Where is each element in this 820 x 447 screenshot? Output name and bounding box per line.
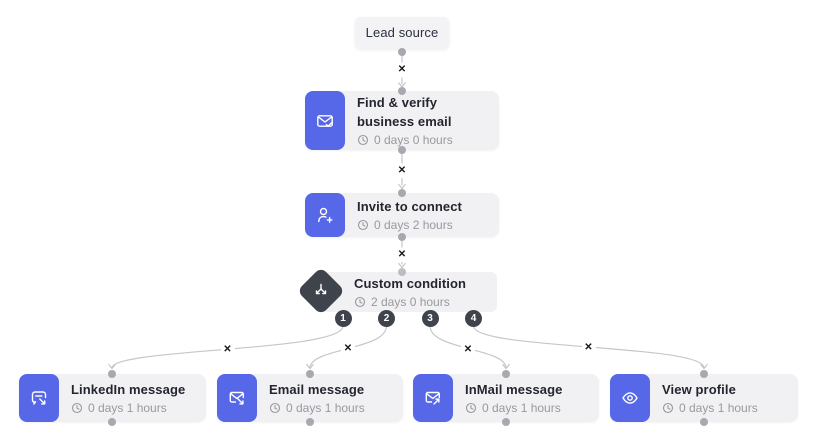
node-delay: 0 days 1 hours [71, 401, 206, 415]
node-custom-condition[interactable]: Custom condition 2 days 0 hours [322, 272, 497, 312]
branch-handle-1[interactable]: 1 [334, 309, 352, 327]
remove-connector-icon[interactable]: ✕ [220, 343, 235, 357]
delay-text: 0 days 0 hours [374, 133, 453, 148]
node-view-profile[interactable]: View profile 0 days 1 hours [610, 374, 798, 422]
connection-dot[interactable] [398, 87, 406, 95]
connection-dot[interactable] [306, 370, 314, 378]
node-title: Invite to connect [357, 198, 462, 214]
node-email-message[interactable]: Email message 0 days 1 hours [217, 374, 403, 422]
node-delay: 2 days 0 hours [354, 295, 497, 309]
node-delay: 0 days 1 hours [465, 401, 599, 415]
delay-text: 0 days 1 hours [482, 401, 561, 416]
node-linkedin-message[interactable]: LinkedIn message 0 days 1 hours [19, 374, 206, 422]
node-title: Lead source [365, 24, 439, 40]
node-title: Email message [269, 381, 365, 397]
node-find-verify-email[interactable]: Find & verify business email 0 days 0 ho… [305, 91, 499, 150]
clock-icon [357, 220, 369, 231]
arrowhead-icon [306, 363, 314, 370]
connection-dot[interactable] [398, 48, 406, 56]
connection-dot[interactable] [700, 418, 708, 426]
connection-dot[interactable] [398, 146, 406, 154]
delay-text: 0 days 1 hours [679, 401, 758, 416]
arrowhead-icon [502, 363, 510, 370]
branch-number: 1 [340, 312, 346, 324]
mail-check-icon [305, 91, 345, 150]
connection-dot[interactable] [306, 418, 314, 426]
node-invite-to-connect[interactable]: Invite to connect 0 days 2 hours [305, 193, 499, 237]
person-add-icon [305, 193, 345, 237]
mail-arrow-down-icon [217, 374, 257, 422]
mail-arrow-up-icon [413, 374, 453, 422]
node-delay: 0 days 0 hours [357, 133, 499, 147]
arrowhead-icon [700, 363, 708, 370]
clock-icon [71, 403, 83, 414]
chat-arrow-icon [19, 374, 59, 422]
clock-icon [465, 403, 477, 414]
remove-connector-icon[interactable]: ✕ [395, 63, 409, 77]
connection-dot[interactable] [398, 233, 406, 241]
delay-text: 0 days 1 hours [286, 401, 365, 416]
remove-connector-icon[interactable]: ✕ [581, 341, 596, 355]
connection-dot[interactable] [502, 370, 510, 378]
clock-icon [662, 403, 674, 414]
remove-connector-icon[interactable]: ✕ [395, 164, 409, 178]
connection-dot[interactable] [502, 418, 510, 426]
remove-connector-icon[interactable]: ✕ [395, 248, 409, 262]
branch-number: 4 [470, 312, 477, 324]
node-delay: 0 days 1 hours [662, 401, 798, 415]
clock-icon [354, 297, 366, 308]
branch-number: 2 [383, 312, 390, 324]
connection-dot[interactable] [108, 418, 116, 426]
branch-split-icon [296, 266, 346, 316]
remove-connector-icon[interactable]: ✕ [341, 342, 355, 356]
node-title: LinkedIn message [71, 381, 186, 397]
remove-connector-icon[interactable]: ✕ [461, 343, 475, 357]
branch-handle-3[interactable]: 3 [421, 309, 439, 327]
delay-text: 2 days 0 hours [371, 295, 450, 310]
node-title: View profile [662, 381, 736, 397]
branch-number: 3 [427, 312, 433, 324]
node-lead-source[interactable]: Lead source [355, 17, 449, 49]
delay-text: 0 days 2 hours [374, 218, 453, 233]
clock-icon [269, 403, 281, 414]
arrowhead-icon [108, 363, 116, 370]
connection-dot[interactable] [398, 189, 406, 197]
branch-handle-2[interactable]: 2 [378, 309, 395, 327]
node-delay: 0 days 2 hours [357, 218, 499, 232]
connection-dot[interactable] [108, 370, 116, 378]
eye-icon [610, 374, 650, 422]
node-title: Find & verify business email [357, 94, 452, 129]
clock-icon [357, 135, 369, 146]
node-delay: 0 days 1 hours [269, 401, 403, 415]
node-title: InMail message [465, 381, 563, 397]
arrowhead-icon [398, 262, 406, 269]
delay-text: 0 days 1 hours [88, 401, 167, 416]
branch-handle-4[interactable]: 4 [465, 309, 482, 327]
connection-dot[interactable] [398, 268, 406, 276]
node-inmail-message[interactable]: InMail message 0 days 1 hours [413, 374, 599, 422]
node-title: Custom condition [354, 275, 467, 291]
arrowhead-icon [398, 183, 406, 190]
connection-dot[interactable] [700, 370, 708, 378]
